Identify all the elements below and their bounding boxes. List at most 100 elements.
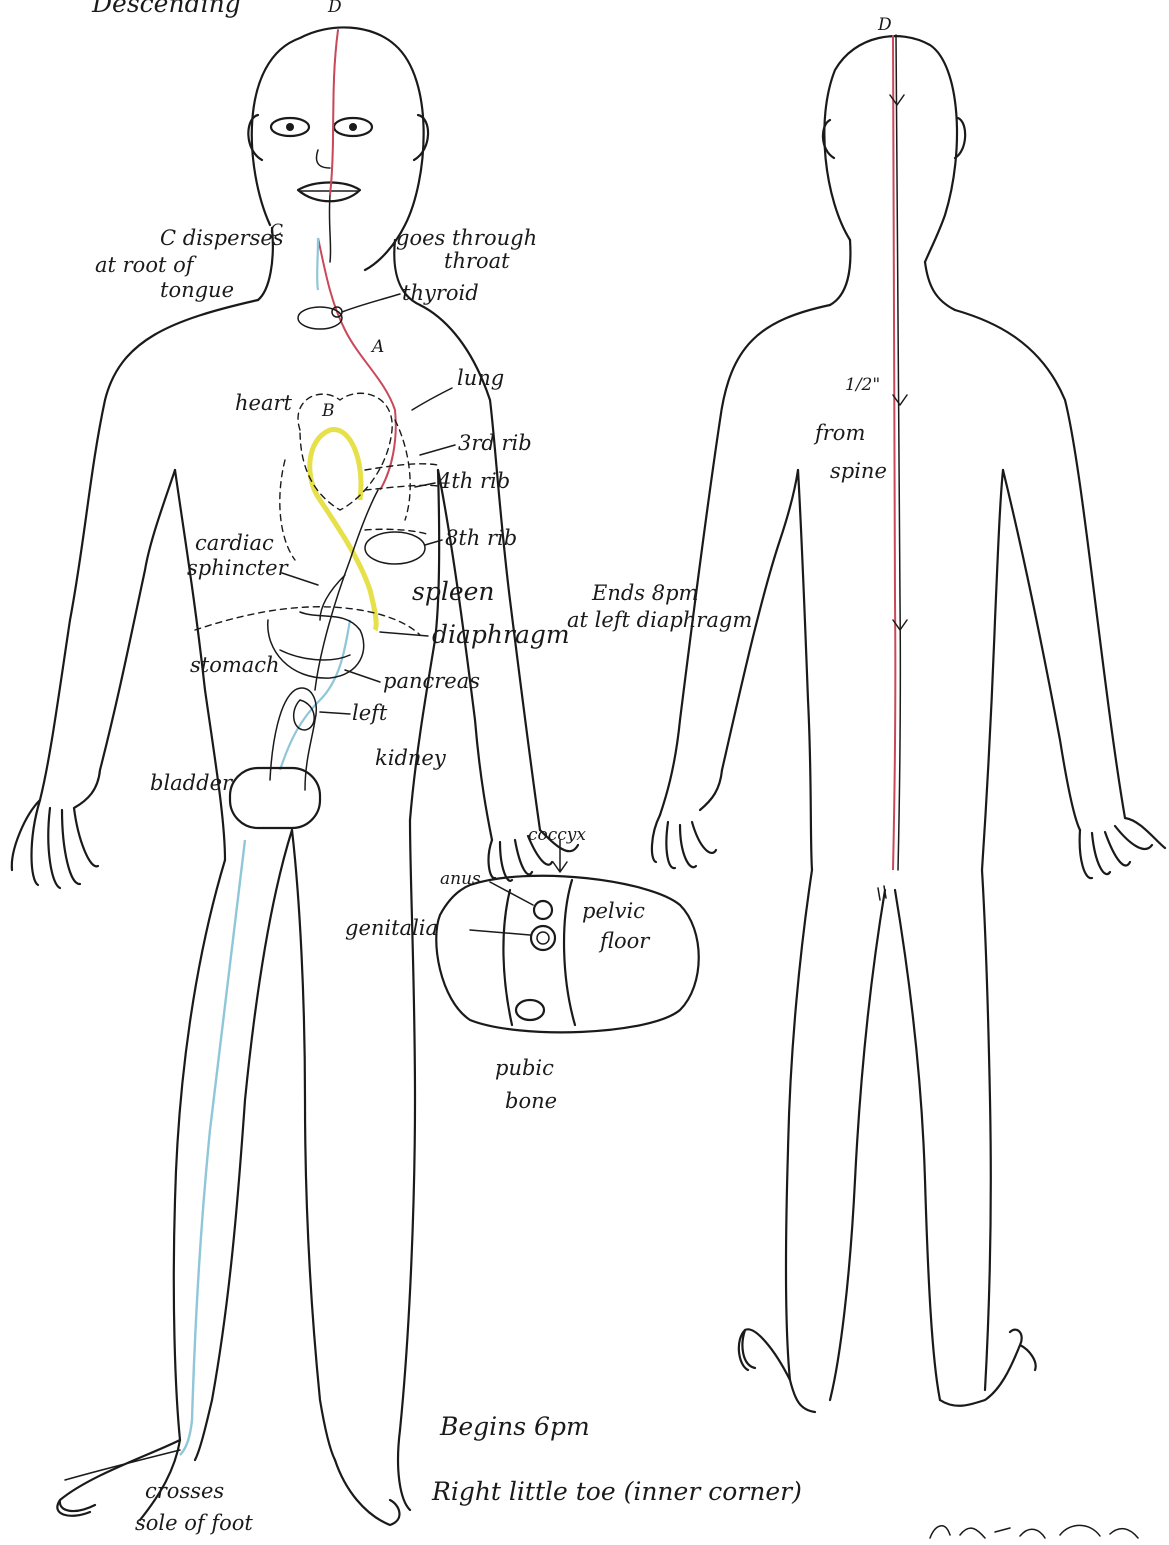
back-labels: D 1/2" from spine [813, 15, 892, 483]
front-right-leg-outer [400, 820, 415, 1430]
label-spine: spine [830, 459, 887, 483]
back-torso-right [982, 470, 1003, 870]
label-throat: throat [444, 249, 510, 273]
label-bladder: bladder [150, 771, 234, 795]
label-pelvic: pelvic [582, 899, 645, 923]
label-ends-8pm: Ends 8pm [591, 581, 698, 605]
spleen-organ [365, 532, 425, 564]
back-left-arm-outer [660, 305, 830, 815]
point-d-back: D [877, 15, 892, 35]
front-pupil-left [286, 123, 294, 131]
front-nose [317, 150, 331, 168]
back-right-leg-outer [982, 870, 991, 1390]
pelvic-inset: coccyx anus genitalia pelvic floor pubic… [345, 825, 699, 1113]
label-begins-6pm: Begins 6pm [439, 1412, 590, 1441]
label-rib3: 3rd rib [458, 431, 532, 455]
label-heart: heart [235, 391, 293, 415]
label-root-of: at root of [95, 253, 197, 277]
front-pupil-right [349, 123, 357, 131]
back-head [824, 36, 957, 262]
bottom-labels: Begins 6pm Right little toe (inner corne… [65, 1412, 802, 1535]
genitalia-pointer [470, 930, 530, 935]
back-right-hand [1080, 818, 1165, 878]
point-b: B [321, 401, 335, 421]
thyroid-organ [298, 307, 342, 329]
label-c-disperses: C disperses [160, 226, 284, 250]
genitalia-inner [537, 932, 549, 944]
back-neck-right [925, 262, 955, 310]
signature-scribble [930, 1525, 1138, 1538]
anus-pointer [490, 882, 533, 905]
genitalia-circle [531, 926, 555, 950]
back-left-leg-inner [830, 890, 885, 1400]
back-right-arm-inner [1003, 470, 1080, 830]
sole-crossing-line [65, 1450, 180, 1480]
lung-pointer [412, 388, 452, 410]
back-right-arm-outer [955, 310, 1125, 818]
label-sphincter: sphincter [187, 556, 290, 580]
label-kidney: kidney [375, 746, 447, 770]
label-pubic: pubic [495, 1056, 554, 1080]
label-from: from [813, 421, 865, 445]
title-partial: Descending [91, 0, 241, 18]
stomach-inner [280, 650, 350, 660]
back-left-foot [739, 1329, 815, 1412]
label-floor: floor [598, 929, 651, 953]
label-rib4: 4th rib [437, 469, 510, 493]
front-ear-left [248, 115, 262, 160]
front-ear-right [414, 115, 428, 160]
front-left-hand [12, 770, 100, 888]
back-neck-left [830, 240, 850, 305]
front-right-foot [335, 1430, 410, 1525]
meridian-head-red [330, 30, 338, 195]
back-spine-meridian [893, 35, 896, 870]
meridian-leg-blue [180, 840, 245, 1455]
front-left-arm-inner [100, 470, 175, 770]
back-left-leg-outer [786, 870, 812, 1380]
label-cardiac: cardiac [195, 531, 274, 555]
label-rib8: 8th rib [445, 526, 517, 550]
back-left-hand [652, 770, 722, 868]
label-coccyx: coccyx [528, 825, 586, 845]
front-mouth [298, 183, 360, 202]
thyroid-pointer [342, 294, 400, 312]
label-stomach: stomach [190, 653, 280, 677]
point-d-front: D [327, 0, 342, 17]
label-goes-through: goes through [396, 226, 537, 250]
pelvic-right-wall [564, 880, 575, 1025]
anus-circle [534, 901, 552, 919]
meridian-tongue-blue [317, 238, 318, 290]
front-left-leg-outer [174, 860, 225, 1440]
label-spleen: spleen [412, 577, 495, 606]
back-spine-line [896, 35, 900, 870]
label-left-diaphragm: at left diaphragm [567, 608, 752, 632]
back-right-leg-inner [895, 890, 940, 1400]
pubic-bone-oval [516, 1000, 544, 1020]
label-lung: lung [457, 366, 504, 390]
label-genitalia: genitalia [345, 916, 438, 940]
pelvic-left-wall [503, 890, 512, 1025]
back-torso-left [798, 470, 812, 870]
pancreas-pointer [345, 670, 380, 682]
label-diaphragm: diaphragm [432, 620, 570, 649]
label-anus: anus [440, 869, 481, 889]
label-tongue: tongue [160, 278, 234, 302]
label-thyroid: thyroid [402, 281, 479, 305]
label-sole-of-foot: sole of foot [135, 1511, 253, 1535]
front-right-leg-inner [292, 830, 335, 1460]
path-kidney [294, 700, 315, 730]
point-a: A [370, 337, 384, 357]
diaphragm-pointer [380, 632, 428, 636]
kidney-pointer [320, 712, 350, 714]
back-figure [652, 35, 1165, 1412]
label-half-inch: 1/2" [845, 375, 880, 395]
label-crosses: crosses [145, 1479, 224, 1503]
label-bone: bone [505, 1089, 557, 1113]
label-right-little-toe: Right little toe (inner corner) [431, 1477, 802, 1506]
bladder-organ [230, 768, 320, 828]
label-pancreas: pancreas [383, 669, 480, 693]
label-left: left [352, 701, 388, 725]
diaphragm-line [195, 607, 420, 635]
